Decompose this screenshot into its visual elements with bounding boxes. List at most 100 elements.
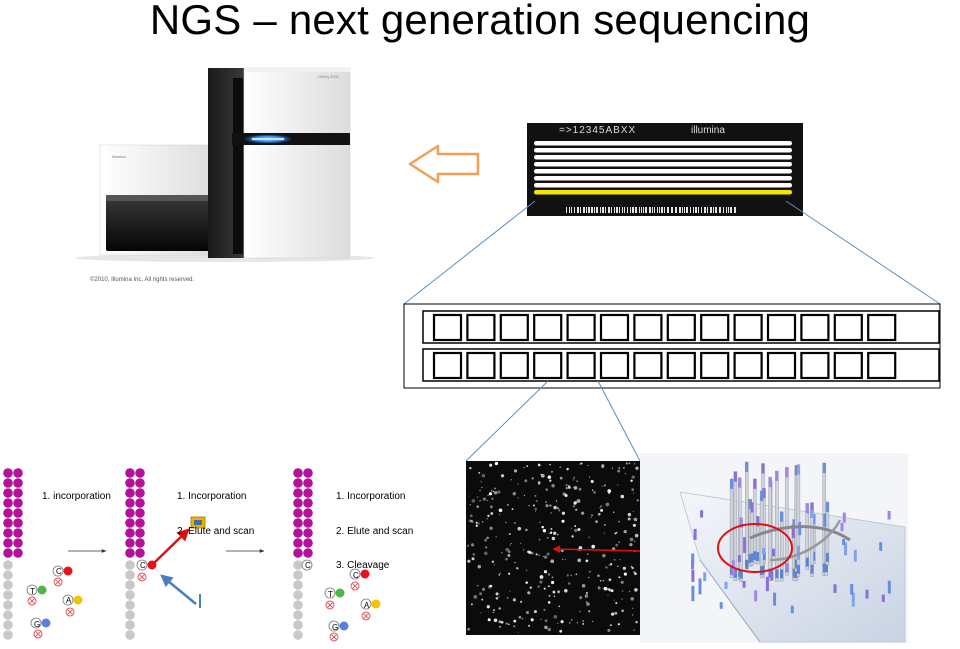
- cluster-spot: [492, 490, 495, 493]
- cluster-spot: [478, 522, 480, 525]
- short-pillar: [772, 548, 775, 557]
- cluster-spot: [557, 590, 561, 594]
- cluster-spot: [546, 552, 550, 556]
- pillar-cap: [748, 499, 752, 510]
- cluster-spot: [632, 518, 634, 520]
- cluster-spot: [528, 624, 531, 627]
- cluster-spot: [538, 483, 540, 485]
- tile-square: [599, 351, 630, 380]
- cluster-spot: [597, 512, 601, 516]
- cluster-spot: [530, 551, 534, 555]
- barcode-bar: [569, 207, 570, 213]
- cluster-spot: [481, 474, 486, 478]
- cluster-spot: [544, 619, 548, 623]
- pillar-cap: [739, 517, 743, 528]
- cluster-spot: [613, 599, 615, 601]
- cluster-spot: [498, 607, 501, 610]
- strand-base: [13, 488, 23, 498]
- strand-base: [125, 468, 135, 478]
- cluster-spot: [540, 618, 542, 621]
- cluster-spot: [595, 520, 598, 523]
- strand-template-base: [293, 620, 303, 630]
- short-pillar: [881, 594, 885, 602]
- cluster-spot: [591, 544, 596, 549]
- fluorophore-dot: [63, 566, 73, 576]
- barcode-bar: [591, 207, 593, 213]
- pillar-cap: [822, 463, 826, 473]
- cluster-spot: [571, 619, 573, 621]
- cluster-spot: [603, 586, 608, 591]
- cluster-spot: [621, 590, 624, 592]
- strand-base: [135, 528, 145, 538]
- pillar: [796, 464, 801, 578]
- cluster-spot: [621, 598, 623, 600]
- cluster-spot: [574, 525, 577, 527]
- barcode-bar: [639, 207, 640, 213]
- cluster-spot: [614, 611, 618, 615]
- barcode-bar: [602, 207, 604, 213]
- fluorophore-dot: [335, 588, 345, 598]
- strand-base: [3, 528, 13, 538]
- barcode-bar: [652, 207, 653, 213]
- cluster-spot: [545, 501, 547, 503]
- cluster-spot: [625, 473, 627, 475]
- cluster-spot: [553, 531, 557, 535]
- cluster-spot: [500, 474, 505, 478]
- cluster-spot: [517, 526, 522, 531]
- cluster-spot: [618, 576, 621, 579]
- strand-base: [293, 478, 303, 488]
- cluster-spot: [497, 490, 501, 494]
- short-pillar: [796, 545, 800, 560]
- short-pillar: [698, 578, 702, 595]
- cluster-spot: [481, 521, 484, 523]
- cluster-spot: [526, 465, 529, 467]
- cluster-spot: [489, 463, 493, 467]
- cluster-spot: [534, 494, 537, 497]
- cluster-spot: [510, 479, 512, 481]
- cluster-spot: [479, 489, 481, 492]
- pillar-cap: [768, 477, 772, 488]
- cluster-spot: [590, 479, 594, 484]
- cluster-spot: [494, 461, 499, 466]
- fluorophore-dot: [339, 621, 349, 631]
- barcode-bar: [654, 207, 655, 213]
- cluster-spot: [505, 521, 507, 524]
- pillar-cap: [825, 502, 829, 512]
- cluster-spot: [584, 594, 589, 598]
- cluster-spot: [549, 504, 552, 507]
- nucleotide-t-label: T: [30, 587, 35, 596]
- cluster-spot: [603, 484, 606, 487]
- nucleotide-a-label: A: [364, 601, 370, 610]
- cluster-spot: [588, 577, 590, 579]
- machine-brand-text: illumina: [112, 154, 126, 159]
- short-pillar: [765, 576, 769, 592]
- cluster-spot: [542, 555, 544, 557]
- barcode-bar: [698, 207, 699, 213]
- cluster-spot: [553, 595, 556, 597]
- cluster-spot: [491, 490, 493, 492]
- cluster-spot: [597, 585, 600, 588]
- barcode-bar: [657, 207, 658, 213]
- pillar-cap: [753, 478, 757, 489]
- strand-base: [303, 538, 313, 548]
- short-pillar: [840, 522, 844, 532]
- cluster-spot: [516, 567, 519, 570]
- cluster-spot: [508, 623, 510, 626]
- pillar: [745, 461, 749, 573]
- cluster-spot: [550, 559, 555, 564]
- barcode-bar: [728, 207, 729, 213]
- cluster-spot: [607, 594, 609, 596]
- strand-template-base: [293, 590, 303, 600]
- blocker-icon: [352, 583, 358, 589]
- cluster-spot: [498, 596, 500, 598]
- cluster-spot: [633, 463, 636, 465]
- tile-grid: [403, 303, 941, 389]
- cluster-spot: [582, 622, 585, 625]
- barcode-bar: [723, 207, 724, 213]
- cluster-spot: [589, 570, 591, 573]
- fluorescence-image: [466, 461, 641, 635]
- barcode-bar: [627, 207, 628, 213]
- cluster-spot: [481, 598, 484, 601]
- connector-line: [785, 200, 941, 305]
- short-pillar: [790, 605, 794, 614]
